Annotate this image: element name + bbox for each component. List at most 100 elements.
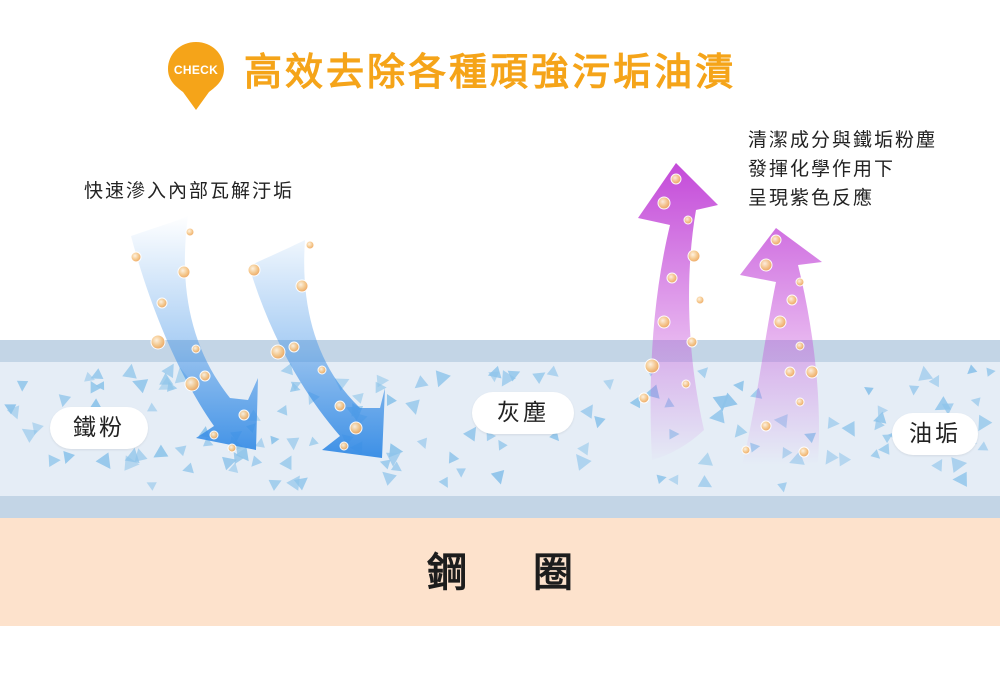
dirt-shard bbox=[438, 476, 448, 488]
dirt-shard bbox=[334, 378, 350, 392]
dirt-shard bbox=[58, 394, 72, 408]
dirt-shard bbox=[931, 459, 943, 472]
dirt-shard bbox=[839, 452, 852, 467]
badge-label: CHECK bbox=[173, 63, 219, 77]
page-title: 高效去除各種頑強污垢油漬 bbox=[244, 50, 737, 94]
penetrate-caption: 快速滲入內部瓦解汙垢 bbox=[84, 180, 295, 202]
dirt-shard bbox=[873, 411, 887, 424]
dirt-shard bbox=[928, 374, 940, 388]
location-pin-icon bbox=[168, 42, 224, 110]
cleaning-bubbles bbox=[130, 173, 819, 458]
reaction-caption-line: 呈現紫色反應 bbox=[748, 187, 875, 209]
dirt-shard bbox=[656, 474, 667, 485]
dirt-shard bbox=[153, 444, 169, 458]
dirt-shard bbox=[352, 392, 364, 404]
dirt-shard bbox=[733, 380, 744, 392]
dirt-shard bbox=[89, 398, 102, 410]
dirt-shard bbox=[386, 393, 397, 406]
dirt-shard bbox=[546, 365, 559, 377]
dirt-shard bbox=[63, 450, 75, 464]
bubble bbox=[759, 258, 773, 272]
bubble bbox=[199, 370, 211, 382]
bubble bbox=[805, 365, 819, 379]
dirt-shard bbox=[228, 462, 239, 474]
bubble bbox=[770, 234, 782, 246]
dirt-shard bbox=[268, 479, 282, 491]
dirt-shard bbox=[870, 449, 881, 459]
dirt-shard bbox=[576, 454, 592, 471]
bubble bbox=[681, 379, 691, 389]
dirt-shard bbox=[379, 459, 391, 470]
bubble bbox=[695, 295, 705, 305]
dirt-shard bbox=[909, 385, 920, 396]
dirt-shard bbox=[877, 405, 889, 417]
bubble bbox=[191, 344, 201, 354]
bubble bbox=[209, 430, 219, 440]
dirt-shard bbox=[697, 452, 713, 466]
bubble bbox=[184, 376, 200, 392]
dirt-shard bbox=[827, 416, 840, 429]
dirt-shard bbox=[580, 404, 593, 419]
dirt-shard bbox=[986, 367, 996, 377]
steel-layer bbox=[0, 518, 1000, 626]
dirt-shard bbox=[712, 394, 729, 412]
dirt-shard bbox=[182, 462, 194, 474]
dirt-shard bbox=[878, 443, 890, 455]
dirt-shard bbox=[385, 452, 401, 467]
dirt-shard bbox=[951, 457, 968, 473]
bubble bbox=[784, 366, 796, 378]
bubble bbox=[349, 421, 363, 435]
arrows bbox=[131, 163, 822, 467]
dirt-shard bbox=[841, 421, 855, 437]
dirt-shard bbox=[918, 365, 934, 381]
dirt-shard bbox=[84, 371, 96, 382]
bubble bbox=[741, 445, 751, 455]
dirt-shard bbox=[286, 475, 300, 491]
bubble bbox=[177, 265, 191, 279]
curved-arrow-down-icon bbox=[131, 216, 258, 450]
dirt-shard bbox=[970, 397, 981, 407]
reaction-caption-line: 清潔成分與鐵垢粉塵 bbox=[748, 129, 938, 151]
curved-arrow-down-icon bbox=[249, 240, 385, 458]
reaction-caption: 清潔成分與鐵垢粉塵 發揮化學作用下 呈現紫色反應 bbox=[748, 126, 937, 213]
dirt-shard bbox=[414, 375, 429, 389]
dirt-shard bbox=[122, 363, 137, 379]
dirt-shard bbox=[235, 446, 249, 462]
layer-edge-top bbox=[0, 340, 1000, 362]
steel-ring-label: 鋼 圈 bbox=[427, 550, 599, 596]
dirt-shard bbox=[222, 456, 237, 471]
dirt-shard bbox=[967, 364, 978, 375]
dirt-shard bbox=[952, 471, 967, 487]
bubble bbox=[795, 341, 805, 351]
dirt-shard bbox=[32, 422, 44, 436]
dirt-shard bbox=[977, 441, 989, 451]
dirt-shard bbox=[202, 437, 214, 447]
dirt-shard bbox=[132, 379, 149, 394]
dirt-shard bbox=[825, 449, 839, 465]
check-badge: CHECK bbox=[166, 40, 226, 112]
dirt-shard bbox=[147, 402, 158, 412]
dirt-shard bbox=[448, 451, 460, 464]
bubble bbox=[786, 294, 798, 306]
dirt-shard bbox=[95, 381, 105, 391]
dirt-shard bbox=[254, 437, 265, 448]
dirt-shard bbox=[577, 442, 589, 456]
dirt-shard bbox=[864, 386, 874, 396]
dirt-shard bbox=[486, 431, 497, 442]
dirt-shard bbox=[721, 392, 738, 409]
bubble bbox=[657, 196, 671, 210]
dirt-shard bbox=[6, 405, 20, 420]
dirt-shard bbox=[697, 367, 709, 379]
bubble bbox=[687, 249, 701, 263]
bubble bbox=[185, 227, 195, 237]
bubble bbox=[270, 344, 286, 360]
dirt-shard bbox=[532, 372, 546, 384]
bubble bbox=[657, 315, 671, 329]
dirt-shard bbox=[594, 416, 606, 429]
dirt-shard bbox=[882, 434, 893, 444]
bubble bbox=[247, 263, 261, 277]
dirt-shard bbox=[490, 469, 505, 485]
bubble bbox=[773, 315, 787, 329]
dirt-shard bbox=[405, 399, 420, 415]
